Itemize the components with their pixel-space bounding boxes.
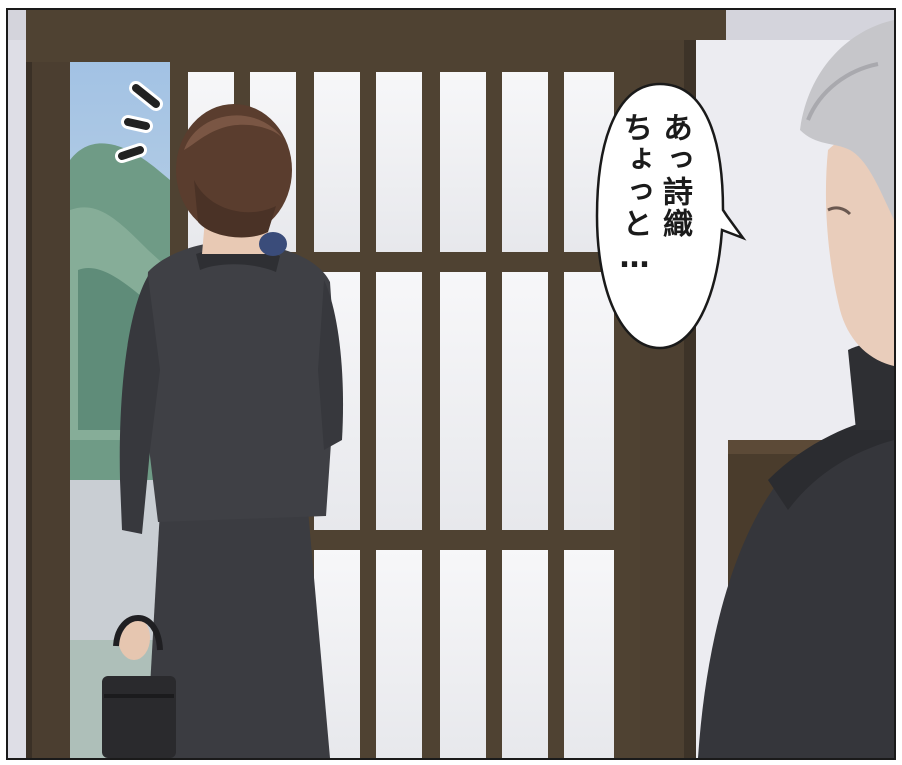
woman-figure bbox=[102, 104, 344, 758]
scene-illustration bbox=[8, 10, 894, 758]
speech-bubble: あっ詩織 ちょっと… bbox=[591, 80, 747, 352]
lintel bbox=[26, 10, 726, 62]
older-woman-figure bbox=[698, 20, 894, 758]
dialogue-line-2: ちょっと… bbox=[617, 112, 652, 277]
surprise-lines-icon bbox=[115, 81, 163, 163]
dialogue-line-1: あっ詩織 bbox=[657, 112, 692, 240]
left-post bbox=[26, 10, 70, 758]
manga-panel: あっ詩織 ちょっと… bbox=[6, 8, 896, 760]
